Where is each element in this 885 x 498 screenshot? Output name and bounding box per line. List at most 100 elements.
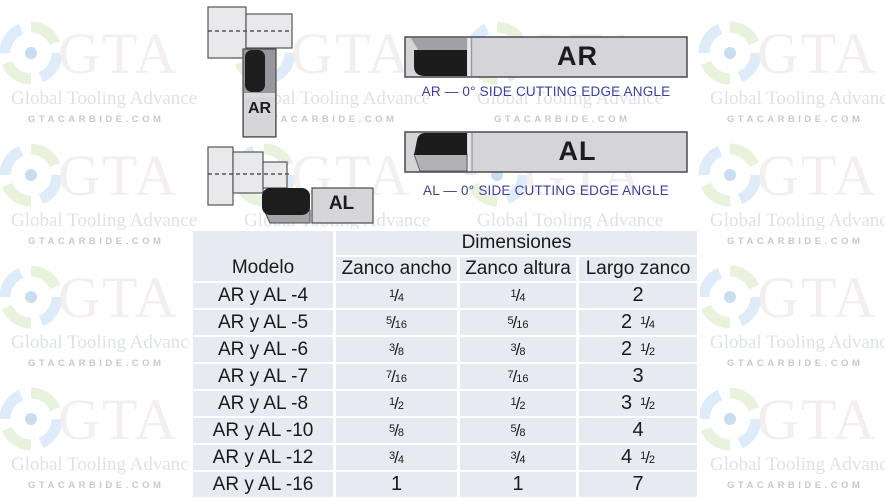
al-top-view-diagram	[207, 146, 374, 224]
model-cell: AR y AL -12	[193, 445, 333, 470]
table-header-row: Zanco ancho Zanco altura Largo zanco	[193, 257, 697, 281]
watermark-brand: GTA	[291, 21, 412, 86]
al-caption: AL — 0° SIDE CUTTING EDGE ANGLE	[423, 183, 669, 198]
gta-logo-icon	[698, 21, 762, 85]
watermark-domain: GTACARBIDE.COM	[727, 236, 864, 247]
watermark-domain: GTACARBIDE.COM	[727, 114, 864, 125]
watermark-brand: GTA	[757, 143, 878, 208]
carbide-insert	[262, 188, 310, 215]
watermark-domain: GTACARBIDE.COM	[727, 480, 864, 491]
watermark-tile: GTA Global Tooling Advance GTACARBIDE.CO…	[697, 258, 885, 380]
zanco-ancho-cell: 7/16	[336, 364, 457, 389]
table-title: Dimensiones	[336, 231, 697, 255]
insert-seat	[413, 153, 468, 172]
ar-caption: AR — 0° SIDE CUTTING EDGE ANGLE	[421, 84, 671, 99]
ar-bar-label: AR	[557, 41, 598, 71]
largo-zanco-cell: 4	[579, 418, 697, 443]
gta-logo-icon	[698, 143, 762, 207]
zanco-altura-cell: 5/8	[460, 418, 576, 443]
watermark-domain: GTACARBIDE.COM	[28, 358, 165, 369]
largo-zanco-cell: 7	[579, 472, 697, 497]
zanco-altura-cell: 3/4	[460, 445, 576, 470]
ar-top-view-label: AR	[247, 100, 272, 117]
column-header-zanco-altura: Zanco altura	[460, 257, 576, 281]
al-side-view-diagram	[404, 131, 688, 173]
zanco-altura-cell: 7/16	[460, 364, 576, 389]
al-top-view-label: AL	[328, 193, 355, 214]
workpiece-front	[207, 146, 234, 206]
zanco-ancho-cell: 3/4	[336, 445, 457, 470]
gta-logo-icon	[698, 265, 762, 329]
carbide-insert	[414, 133, 467, 155]
watermark-domain: GTACARBIDE.COM	[727, 358, 864, 369]
ar-side-view-diagram	[404, 36, 688, 78]
gta-logo-icon	[0, 21, 63, 85]
largo-zanco-cell: 3	[579, 364, 697, 389]
zanco-altura-cell: 1/2	[460, 391, 576, 416]
watermark-tagline: Global Tooling Advance	[11, 210, 198, 231]
watermark-tile: GTA Global Tooling Advance GTACARBIDE.CO…	[697, 136, 885, 258]
model-cell: AR y AL -8	[193, 391, 333, 416]
watermark-tagline: Global Tooling Advance	[477, 88, 664, 109]
watermark-brand: GTA	[757, 21, 878, 86]
workpiece-step	[232, 151, 264, 194]
model-cell: AR y AL -7	[193, 364, 333, 389]
watermark-tagline: Global Tooling Advance	[477, 210, 664, 231]
ar-top-view-diagram	[207, 6, 293, 138]
column-header-largo-zanco: Largo zanco	[579, 257, 697, 281]
column-header-zanco-ancho: Zanco ancho	[336, 257, 457, 281]
watermark-tile: GTA Global Tooling Advance GTACARBIDE.CO…	[0, 14, 231, 136]
zanco-altura-cell: 3/8	[460, 337, 576, 362]
zanco-ancho-cell: 5/16	[336, 310, 457, 335]
zanco-ancho-cell: 5/8	[336, 418, 457, 443]
gta-logo-icon	[0, 387, 63, 451]
watermark-tagline: Global Tooling Advance	[710, 454, 885, 475]
braze-line	[468, 133, 471, 171]
watermark-tile: GTA Global Tooling Advance GTACARBIDE.CO…	[697, 14, 885, 136]
watermark-tile: GTA Global Tooling Advance GTACARBIDE.CO…	[697, 380, 885, 498]
watermark-brand: GTA	[58, 21, 179, 86]
carbide-insert	[245, 50, 265, 92]
zanco-ancho-cell: 1/4	[336, 283, 457, 308]
model-cell: AR y AL -10	[193, 418, 333, 443]
watermark-tagline: Global Tooling Advance	[11, 88, 198, 109]
watermark-domain: GTACARBIDE.COM	[28, 236, 165, 247]
largo-zanco-cell: 2	[579, 283, 697, 308]
watermark-brand: GTA	[58, 265, 179, 330]
watermark-tagline: Global Tooling Advance	[11, 332, 198, 353]
zanco-ancho-cell: 1/2	[336, 391, 457, 416]
watermark-tagline: Global Tooling Advance	[11, 454, 198, 475]
watermark-tile: GTA Global Tooling Advance GTACARBIDE.CO…	[0, 136, 231, 258]
watermark-tagline: Global Tooling Advance	[710, 332, 885, 353]
workpiece-front	[207, 6, 247, 59]
dimension-table-body: Modelo Dimensiones Zanco ancho Zanco alt…	[193, 231, 697, 497]
model-cell: AR y AL -16	[193, 472, 333, 497]
carbide-insert	[414, 50, 467, 76]
zanco-altura-cell: 1/4	[460, 283, 576, 308]
tool-shank	[311, 187, 374, 224]
watermark-domain: GTACARBIDE.COM	[28, 114, 165, 125]
watermark-tagline: Global Tooling Advance	[710, 88, 885, 109]
braze-line	[467, 38, 470, 76]
model-cell: AR y AL -6	[193, 337, 333, 362]
watermark-brand: GTA	[757, 387, 878, 452]
gta-logo-icon	[698, 387, 762, 451]
zanco-ancho-cell: 1	[336, 472, 457, 497]
zanco-altura-cell: 5/16	[460, 310, 576, 335]
insert-seat	[411, 38, 467, 50]
watermark-domain: GTACARBIDE.COM	[261, 114, 398, 125]
zanco-altura-cell: 1	[460, 472, 576, 497]
